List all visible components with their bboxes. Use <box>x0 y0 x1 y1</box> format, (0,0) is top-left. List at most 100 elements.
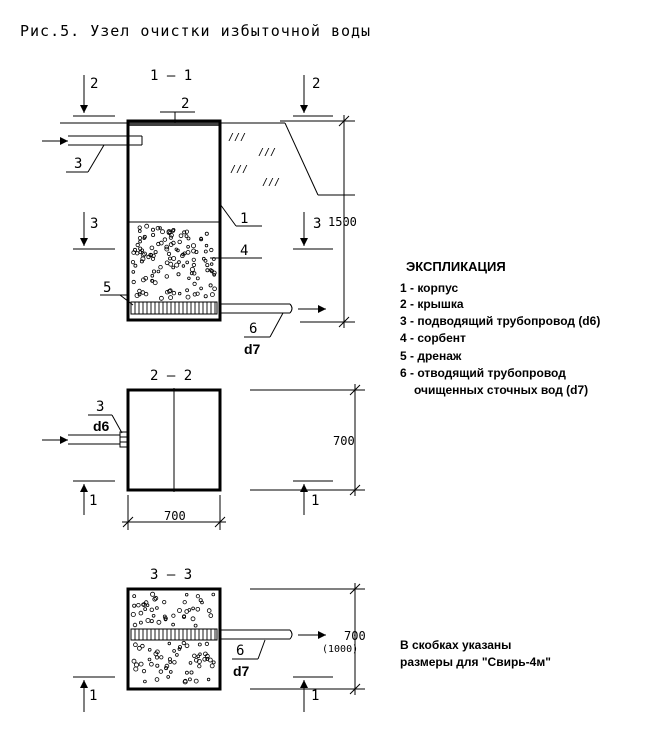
sorbent-dot <box>181 264 186 268</box>
sorbent-dot <box>164 246 170 252</box>
sorbent-fill-plan <box>130 591 216 685</box>
svg-text:(1000): (1000) <box>322 644 358 655</box>
sorbent-dot <box>151 269 156 274</box>
sorbent-dot <box>189 670 194 675</box>
svg-text:2: 2 <box>312 76 320 92</box>
dimension-700-vertical: 700 <box>250 384 365 496</box>
dimension-700-horizontal: 700 <box>122 495 226 530</box>
sorbent-dot <box>145 618 151 624</box>
sorbent-dot <box>195 594 200 599</box>
sorbent-dot <box>147 657 152 662</box>
sorbent-dot <box>193 623 198 628</box>
sorbent-dot <box>138 610 144 616</box>
sorbent-dot <box>150 278 155 283</box>
sorbent-dot <box>164 663 170 669</box>
sorbent-dot <box>132 603 137 608</box>
sorbent-dot <box>209 268 213 272</box>
sorbent-dot <box>209 292 215 298</box>
sorbent-dot <box>139 259 144 264</box>
callout-6-plan: 6 d7 <box>232 639 266 679</box>
sorbent-dot <box>171 613 176 618</box>
svg-text:3: 3 <box>74 156 82 172</box>
sorbent-dot <box>156 241 161 247</box>
svg-text:5: 5 <box>103 280 111 296</box>
sorbent-dot <box>167 288 172 294</box>
tank-lid <box>129 121 219 126</box>
sorbent-dot <box>145 603 150 607</box>
legend-item: 6 - отводящий трубопровод <box>400 366 566 380</box>
svg-text:///: /// <box>230 164 248 175</box>
sorbent-dot <box>206 608 212 613</box>
sorbent-dot <box>133 263 138 268</box>
sorbent-dot <box>164 290 170 295</box>
svg-text:3: 3 <box>90 216 98 232</box>
sorbent-dot <box>191 248 197 254</box>
sorbent-dot <box>177 239 182 245</box>
sorbent-dot <box>137 288 142 294</box>
sorbent-dot <box>141 602 145 607</box>
sorbent-dot <box>183 678 188 684</box>
sorbent-dot <box>198 598 203 603</box>
sorbent-dot <box>181 640 186 646</box>
sorbent-dot <box>212 286 217 292</box>
sorbent-dot <box>155 663 160 668</box>
sorbent-dot <box>199 237 204 242</box>
svg-text:1: 1 <box>240 211 248 227</box>
section-label-2-2: 2 – 2 <box>150 368 192 384</box>
sorbent-dot <box>211 592 216 597</box>
sorbent-dot <box>169 233 174 238</box>
sorbent-dot <box>193 678 199 684</box>
sorbent-dot <box>184 593 189 597</box>
sorbent-dot <box>141 668 147 674</box>
sorbent-dot <box>177 647 182 651</box>
sorbent-dot <box>166 251 172 256</box>
sorbent-dot <box>184 643 190 649</box>
sorbent-dot <box>149 661 154 667</box>
legend: ЭКСПЛИКАЦИЯ 1 - корпус 2 - крышка 3 - по… <box>400 259 600 397</box>
sorbent-dot <box>142 234 147 239</box>
sorbent-dot <box>177 260 181 264</box>
sorbent-dot <box>138 229 142 233</box>
sorbent-dot <box>187 677 192 682</box>
svg-text:///: /// <box>228 132 246 143</box>
legend-item: 1 - корпус <box>400 281 458 295</box>
sorbent-dot <box>197 664 202 669</box>
sorbent-dot <box>156 269 161 274</box>
sorbent-dot <box>209 247 214 253</box>
svg-text:1: 1 <box>311 688 319 704</box>
sorbent-dot <box>155 225 161 231</box>
sorbent-dot <box>185 260 190 265</box>
dimension-1500: 1500 <box>280 115 357 328</box>
sorbent-dot <box>150 273 155 278</box>
sorbent-dot <box>153 595 159 601</box>
sorbent-dot <box>174 262 180 268</box>
sorbent-dot <box>137 236 143 241</box>
sorbent-dot <box>184 229 189 234</box>
sorbent-dot <box>177 645 182 650</box>
sorbent-dot <box>150 591 156 597</box>
sorbent-dot <box>195 276 200 281</box>
sorbent-dot <box>131 270 136 274</box>
sorbent-dot <box>156 619 162 625</box>
sorbent-dot <box>195 606 201 612</box>
svg-text:d7: d7 <box>244 341 261 357</box>
sorbent-dot <box>192 281 197 286</box>
sorbent-dot <box>169 670 173 674</box>
tank-body <box>126 119 222 322</box>
sorbent-dot <box>131 658 137 664</box>
sorbent-dot <box>175 653 179 657</box>
drainage-layer <box>130 301 218 315</box>
sorbent-dot <box>162 237 168 242</box>
sorbent-dot <box>137 292 142 297</box>
svg-text:6: 6 <box>236 643 244 659</box>
sorbent-dot <box>133 662 139 668</box>
sorbent-dot <box>154 655 160 660</box>
sorbent-dot <box>155 649 160 655</box>
svg-text:d6: d6 <box>93 418 110 434</box>
cut-mark-1-left: 1 <box>73 480 115 515</box>
svg-text:2: 2 <box>181 96 189 112</box>
sorbent-dot <box>140 248 145 253</box>
legend-item: 2 - крышка <box>400 297 464 311</box>
sorbent-dot <box>149 619 154 624</box>
sorbent-dot <box>138 239 142 244</box>
